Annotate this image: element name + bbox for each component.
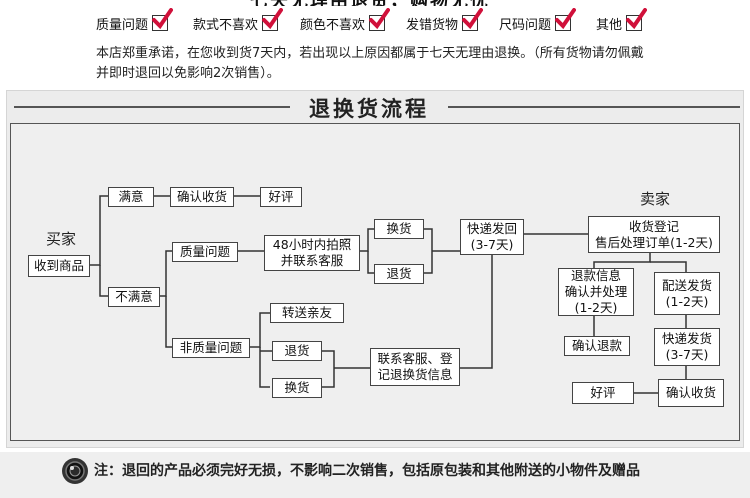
checkmark-icon xyxy=(262,8,284,31)
reason-label: 发错货物 xyxy=(406,17,459,33)
reason-style: 款式不喜欢 xyxy=(193,8,284,34)
node-receive-goods: 收到商品 xyxy=(28,255,90,277)
reason-label: 尺码问题 xyxy=(499,17,552,33)
node-gift-friend: 转送亲友 xyxy=(270,303,344,323)
checkmark-icon xyxy=(462,8,484,31)
reason-color: 颜色不喜欢 xyxy=(300,8,391,34)
node-refund-info: 退款信息 确认并处理 (1-2天) xyxy=(558,268,634,316)
node-express-back: 快递发回 (3-7天) xyxy=(460,219,524,255)
node-unsatisfied: 不满意 xyxy=(108,287,160,307)
footer-bar xyxy=(0,452,750,498)
node-exchange-b: 换货 xyxy=(272,378,322,398)
reason-label: 其他 xyxy=(596,17,623,33)
seller-label: 卖家 xyxy=(640,190,671,208)
node-return: 退货 xyxy=(374,264,424,284)
buyer-label: 买家 xyxy=(46,230,77,248)
node-photo-contact: 48小时内拍照 并联系客服 xyxy=(264,235,360,271)
node-contact-register: 联系客服、登 记退换货信息 xyxy=(370,348,460,386)
flow-title: 退换货流程 xyxy=(296,93,442,123)
node-quality-issue: 质量问题 xyxy=(172,242,238,262)
reason-quality: 质量问题 xyxy=(96,8,174,34)
node-satisfied: 满意 xyxy=(108,187,154,207)
node-express-send: 快递发货 (3-7天) xyxy=(654,328,720,366)
return-promise-notice: 本店郑重承诺，在您收到货7天内，若出现以上原因都属于七天无理由退换。（所有货物请… xyxy=(96,46,644,81)
node-exchange: 换货 xyxy=(374,219,424,239)
node-good-review: 好评 xyxy=(260,187,302,207)
reason-label: 质量问题 xyxy=(96,17,149,33)
node-good-review-final: 好评 xyxy=(572,382,634,404)
reason-label: 颜色不喜欢 xyxy=(300,17,366,33)
cropped-headline: 七天无理由退货，购物无忧 xyxy=(0,0,750,6)
footer-note: 注：退回的产品必须完好无损，不影响二次销售，包括原包装和其他附送的小物件及赠品 xyxy=(94,463,640,479)
node-dispatch: 配送发货 (1-2天) xyxy=(654,272,720,315)
node-confirm-refund: 确认退款 xyxy=(564,336,630,356)
node-confirm-receipt-final: 确认收货 xyxy=(658,379,724,407)
node-seller-register: 收货登记 售后处理订单(1-2天) xyxy=(588,216,720,253)
title-divider-left xyxy=(14,106,290,108)
node-non-quality-issue: 非质量问题 xyxy=(172,338,250,358)
node-return-b: 退货 xyxy=(272,341,322,361)
node-confirm-receipt: 确认收货 xyxy=(170,187,234,207)
title-divider-right xyxy=(448,106,740,108)
camera-lens-icon xyxy=(62,458,88,484)
reason-other: 其他 xyxy=(596,8,648,34)
checkmark-icon xyxy=(626,8,648,31)
checkmark-icon xyxy=(152,8,174,31)
checkmark-icon xyxy=(555,8,577,31)
reason-label: 款式不喜欢 xyxy=(193,17,259,33)
reason-wrong-item: 发错货物 xyxy=(406,8,484,34)
reason-size: 尺码问题 xyxy=(499,8,577,34)
checkmark-icon xyxy=(369,8,391,31)
